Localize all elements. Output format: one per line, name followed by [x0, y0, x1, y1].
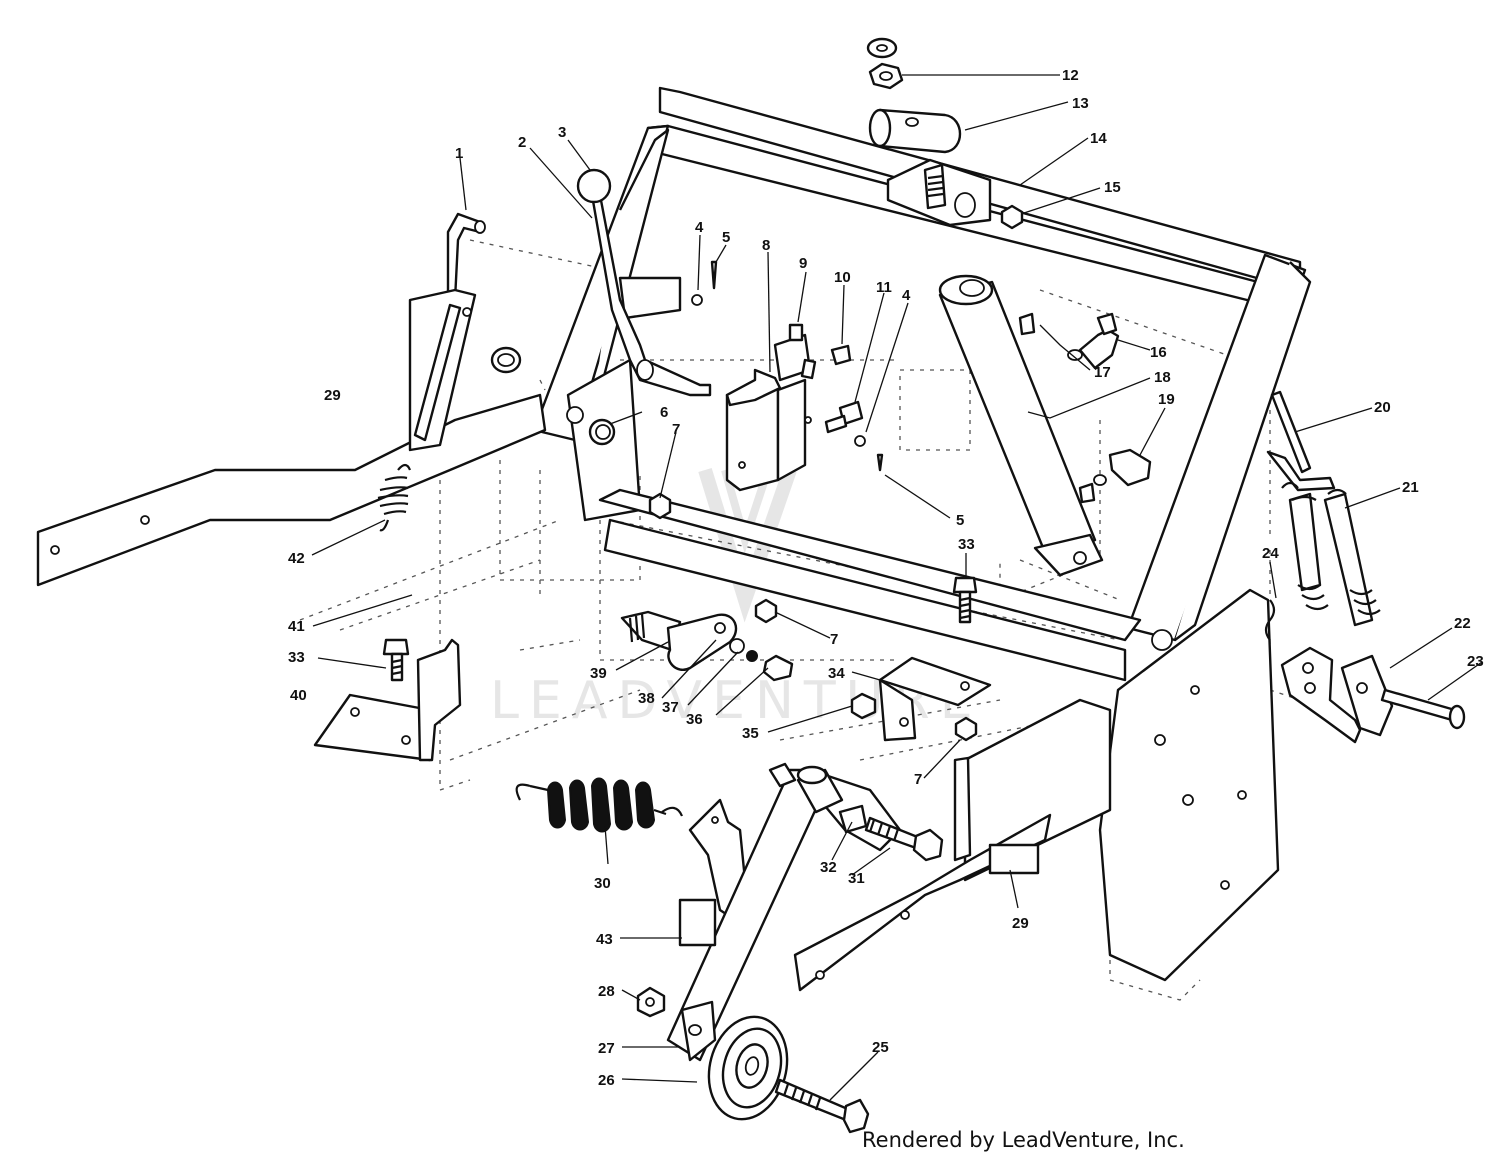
callout-26: 26	[598, 1072, 615, 1089]
part-16-17-elbow-fitting	[1068, 314, 1118, 368]
callout-15: 15	[1104, 179, 1121, 196]
callout-21: 21	[1402, 479, 1419, 496]
main-frame	[38, 88, 1310, 990]
callout-40: 40	[290, 687, 307, 704]
callout-5b: 5	[956, 512, 964, 529]
part-8-switch-bracket	[727, 370, 811, 490]
part-6-bushing	[590, 420, 614, 444]
part-23-clevis-pin	[1382, 690, 1464, 728]
callout-34: 34	[828, 665, 845, 682]
callout-8: 8	[762, 237, 770, 254]
part-42-spring	[378, 465, 410, 530]
callout-6: 6	[660, 404, 668, 421]
leader-lines	[312, 75, 1482, 1100]
part-21-springs	[1282, 483, 1380, 625]
callout-19: 19	[1158, 391, 1175, 408]
callout-3: 3	[558, 124, 566, 141]
part-33-bolts	[384, 578, 976, 680]
part-18-lift-cylinder	[940, 276, 1102, 575]
part-7-nuts	[650, 494, 976, 740]
part-30-extension-spring	[517, 779, 682, 832]
part-22-clevis-bracket	[1282, 648, 1392, 742]
callout-33-left: 33	[288, 649, 305, 666]
callout-13: 13	[1072, 95, 1089, 112]
part-14-pivot-block	[888, 160, 1022, 228]
callout-41: 41	[288, 618, 305, 635]
callout-20: 20	[1374, 399, 1391, 416]
part-10-11-screws	[826, 346, 862, 432]
callout-33-right: 33	[958, 536, 975, 553]
part-12-13-nut-sleeve	[868, 39, 960, 152]
part-31-32-bolt-spacer	[770, 764, 942, 860]
part-1-lift-link	[448, 214, 485, 300]
part-29-pedal-plate	[410, 290, 520, 450]
callout-42: 42	[288, 550, 305, 567]
callout-24: 24	[1262, 545, 1279, 562]
callout-31: 31	[848, 870, 865, 887]
callout-7-top: 7	[672, 421, 680, 438]
callout-4b: 4	[902, 287, 911, 304]
callout-14: 14	[1090, 130, 1107, 147]
part-40-angle-bracket	[315, 640, 460, 760]
part-27-idler-arm	[668, 770, 900, 1060]
callout-43: 43	[596, 931, 613, 948]
callout-17: 17	[1094, 364, 1111, 381]
callout-16: 16	[1150, 344, 1167, 361]
callout-25: 25	[872, 1039, 889, 1056]
callout-18: 18	[1154, 369, 1171, 386]
callout-12: 12	[1062, 67, 1079, 84]
callout-30: 30	[594, 875, 611, 892]
callout-36: 36	[686, 711, 703, 728]
callout-2: 2	[518, 134, 526, 151]
part-34-channel-bracket	[852, 658, 990, 740]
callouts: 1 2 3 4 5 8 9 10 11 4 12 13 14 15 16 17 …	[288, 67, 1484, 1089]
callout-39: 39	[590, 665, 607, 682]
callout-28: 28	[598, 983, 615, 1000]
callout-1: 1	[455, 145, 463, 162]
callout-7-low: 7	[914, 771, 922, 788]
callout-38: 38	[638, 690, 655, 707]
part-2-lift-handle	[578, 170, 710, 395]
part-24-hairpin	[1266, 600, 1274, 640]
part-9-safety-switch	[775, 325, 815, 380]
part-26-idler-pulley	[698, 1008, 798, 1128]
part-20-rod	[1268, 392, 1334, 490]
callout-22: 22	[1454, 615, 1471, 632]
callout-4: 4	[695, 219, 704, 236]
callout-9: 9	[799, 255, 807, 272]
callout-10: 10	[834, 269, 851, 286]
part-25-shoulder-bolt	[776, 1080, 868, 1132]
callout-7-mid: 7	[830, 631, 838, 648]
callout-27: 27	[598, 1040, 615, 1057]
callout-32: 32	[820, 859, 837, 876]
render-credit: Rendered by LeadVenture, Inc.	[862, 1128, 1185, 1152]
callout-37: 37	[662, 699, 679, 716]
callout-5: 5	[722, 229, 730, 246]
callout-23: 23	[1467, 653, 1484, 670]
part-28-nut	[638, 988, 664, 1016]
part-39-pivot-shaft	[622, 612, 736, 670]
callout-11: 11	[876, 279, 892, 296]
callout-29-left: 29	[324, 387, 341, 404]
callout-29-right: 29	[1012, 915, 1029, 932]
part-19-fitting	[1094, 450, 1150, 485]
part-4-5-washer-pin	[692, 262, 882, 470]
callout-35: 35	[742, 725, 759, 742]
